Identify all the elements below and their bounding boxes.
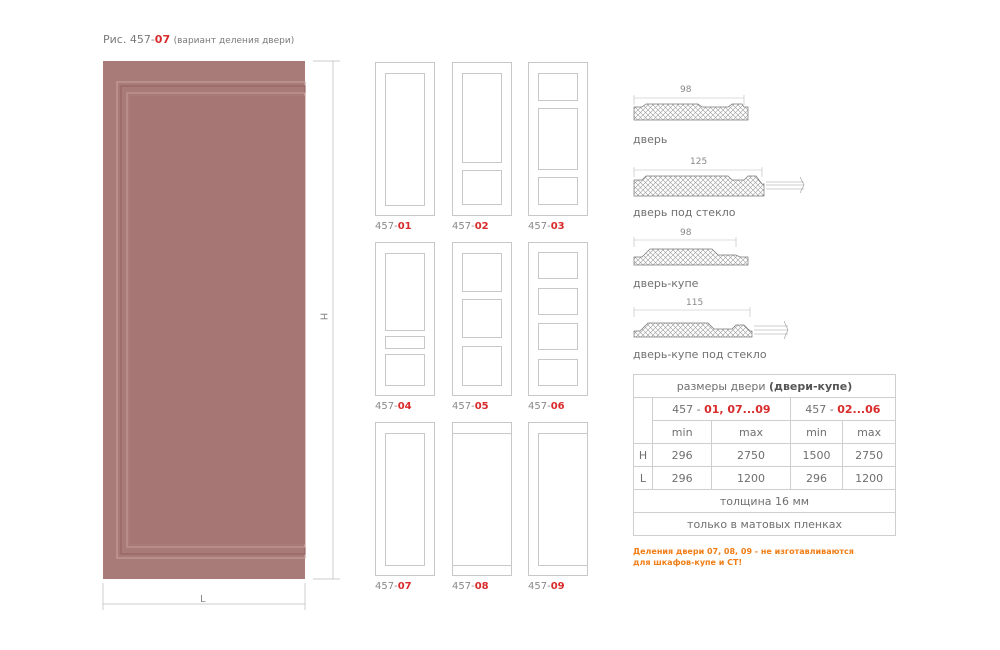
caption-number: 07	[154, 33, 171, 46]
table-row-label: H	[633, 443, 653, 467]
table-group-header: 457 - 01, 07...09	[652, 397, 791, 421]
profile-label: дверь-купе под стекло	[633, 348, 767, 361]
profile-sliding-door-section	[633, 237, 749, 266]
table-cell: 296	[789, 466, 844, 490]
profile-door-section	[633, 95, 749, 121]
profile-glass-door-section	[633, 167, 805, 197]
table-cell: 296	[651, 466, 713, 490]
profile-dimension: 98	[680, 228, 692, 238]
table-row-label: L	[633, 466, 653, 490]
table-header-cell: min	[789, 420, 844, 444]
door-variant-label: 457-01	[375, 221, 412, 232]
door-sizes-table: размеры двери (двери-купе) 457 - 01, 07.…	[633, 374, 897, 536]
door-variant-08	[452, 422, 512, 576]
dimension-width-label: L	[200, 594, 206, 605]
door-variant-label: 457-09	[528, 581, 565, 592]
profile-label: дверь под стекло	[633, 206, 736, 219]
table-cell: 2750	[842, 443, 896, 467]
door-variant-02	[452, 62, 512, 216]
figure-caption: Рис. 457-07 (вариант деления двери)	[103, 33, 294, 46]
dimension-height-label: H	[317, 312, 329, 321]
profile-dimension: 115	[686, 298, 704, 308]
door-variant-label: 457-08	[452, 581, 489, 592]
door-variant-06	[528, 242, 588, 396]
door-variant-label: 457-07	[375, 581, 412, 592]
door-variant-label: 457-06	[528, 401, 565, 412]
table-cell: 1500	[789, 443, 844, 467]
profile-sliding-glass-door-section	[633, 307, 789, 340]
door-variant-04	[375, 242, 435, 396]
door-variant-label: 457-05	[452, 401, 489, 412]
table-header-cell: max	[711, 420, 791, 444]
door-variant-01	[375, 62, 435, 216]
door-variant-05	[452, 242, 512, 396]
caption-subtitle: (вариант деления двери)	[173, 36, 295, 46]
table-header-cell: max	[842, 420, 896, 444]
table-thickness: толщина 16 мм	[633, 489, 896, 513]
door-variant-label: 457-02	[452, 221, 489, 232]
door-variant-07	[375, 422, 435, 576]
profile-dimension: 125	[690, 157, 708, 167]
profile-sections	[633, 95, 805, 340]
main-door-drawing	[102, 60, 340, 610]
table-cell: 1200	[711, 466, 791, 490]
table-cell: 1200	[842, 466, 896, 490]
table-cell: 296	[651, 443, 713, 467]
profile-dimension: 98	[680, 85, 692, 95]
table-row: H 296 2750 1500 2750	[633, 443, 896, 467]
table-title: размеры двери (двери-купе)	[633, 374, 896, 398]
table-group-header: 457 - 02...06	[789, 397, 897, 421]
profile-label: дверь	[633, 133, 668, 146]
table-finish: только в матовых пленках	[633, 512, 896, 536]
caption-prefix: Рис. 457-	[103, 33, 155, 46]
warning-note: Деления двери 07, 08, 09 - не изготавлив…	[633, 547, 854, 567]
profile-label: дверь-купе	[633, 277, 699, 290]
door-variant-label: 457-03	[528, 221, 565, 232]
table-row: L 296 1200 296 1200	[633, 466, 896, 490]
table-cell: 2750	[711, 443, 791, 467]
door-variant-03	[528, 62, 588, 216]
door-variant-label: 457-04	[375, 401, 412, 412]
table-header-cell: min	[651, 420, 713, 444]
door-variant-09	[528, 422, 588, 576]
